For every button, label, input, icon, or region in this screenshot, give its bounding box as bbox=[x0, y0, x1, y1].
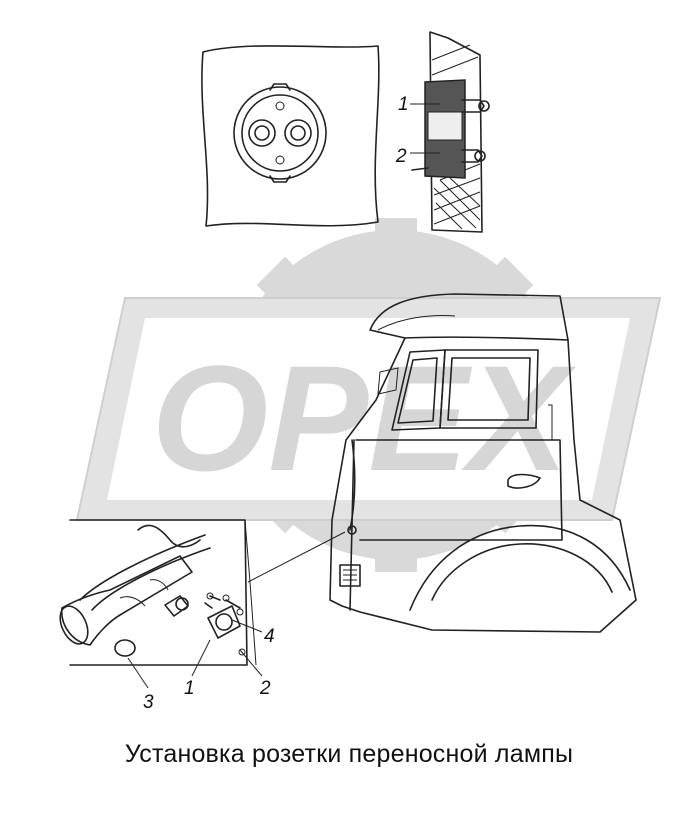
socket-section-view: 1 2 bbox=[395, 31, 490, 233]
socket-front-view bbox=[201, 45, 380, 227]
bottom-detail-view: 3 1 2 4 bbox=[59, 519, 275, 713]
callout-bottom-4: 4 bbox=[264, 626, 275, 647]
watermark-logo: OPEX bbox=[75, 218, 662, 572]
callout-bottom-3: 3 bbox=[143, 692, 154, 713]
watermark-text: OPEX bbox=[152, 334, 577, 502]
callout-top-1: 1 bbox=[398, 94, 409, 115]
truck-cab bbox=[247, 293, 637, 633]
figure-caption: Установка розетки переносной лампы bbox=[124, 740, 574, 768]
callout-bottom-1: 1 bbox=[184, 678, 195, 699]
callout-top-2: 2 bbox=[395, 146, 407, 167]
callout-bottom-2: 2 bbox=[259, 678, 271, 699]
